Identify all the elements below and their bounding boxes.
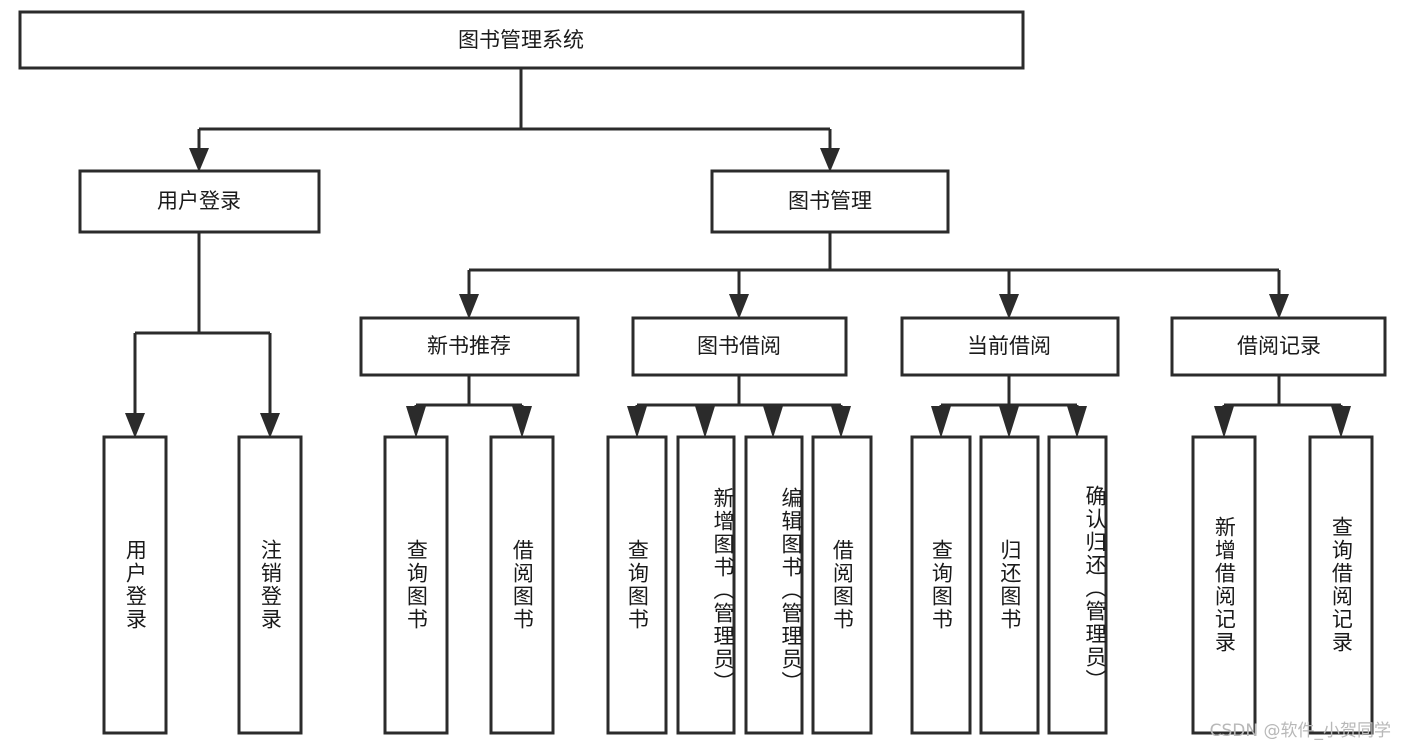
leaf-box-borrow-book-2[interactable]	[811, 435, 873, 735]
node-book-borrow-label: 图书借阅	[697, 334, 781, 358]
node-root-label: 图书管理系统	[458, 28, 584, 52]
arrow-head-icon	[999, 294, 1019, 319]
arrow-head-icon	[931, 406, 951, 438]
arrow-head-icon	[999, 406, 1019, 438]
arrow-head-icon	[459, 294, 479, 319]
leaf-box-edit-book-admin[interactable]	[744, 435, 804, 735]
arrow-head-icon	[189, 148, 209, 172]
node-book-management[interactable]	[710, 169, 950, 234]
leaf-box-user-login[interactable]	[102, 435, 168, 735]
node-root[interactable]	[18, 10, 1025, 70]
node-new-book-recommend-label: 新书推荐	[427, 334, 511, 358]
arrow-head-icon	[695, 406, 715, 438]
arrow-head-icon	[820, 148, 840, 172]
connector-userlogin-to-leaves	[125, 232, 280, 438]
connector-borrow-to-leaves	[627, 375, 851, 438]
arrow-head-icon	[1331, 406, 1351, 438]
arrow-head-icon	[763, 406, 783, 438]
leaf-box-borrow-book-1[interactable]	[489, 435, 555, 735]
connector-newbook-to-leaves	[406, 375, 532, 438]
node-user-login-label: 用户登录	[157, 189, 241, 213]
connector-record-to-leaves	[1214, 375, 1351, 438]
connector-current-to-leaves	[931, 375, 1087, 438]
connector-bookmgmt-to-level3	[459, 232, 1289, 319]
leaf-box-add-book-admin[interactable]	[676, 435, 736, 735]
node-borrow-record-label: 借阅记录	[1237, 334, 1321, 358]
leaf-box-query-book-2[interactable]	[606, 435, 668, 735]
leaf-box-query-book-3[interactable]	[910, 435, 972, 735]
connector-root-to-level2	[189, 68, 840, 172]
leaf-box-return-book[interactable]	[979, 435, 1040, 735]
arrow-head-icon	[1214, 406, 1234, 438]
leaf-box-add-borrow-record[interactable]	[1191, 435, 1257, 735]
arrow-head-icon	[406, 406, 426, 438]
arrow-head-icon	[1269, 294, 1289, 319]
leaf-box-logout[interactable]	[237, 435, 303, 735]
node-user-login[interactable]	[78, 169, 321, 234]
node-current-borrow-label: 当前借阅	[967, 334, 1051, 358]
arrow-head-icon	[1067, 406, 1087, 438]
node-current-borrow[interactable]	[900, 316, 1120, 377]
arrow-head-icon	[627, 406, 647, 438]
watermark-text: CSDN @软件_小贺同学	[1209, 721, 1391, 741]
leaf-box-query-book-1[interactable]	[383, 435, 449, 735]
node-new-book-recommend[interactable]	[359, 316, 580, 377]
arrow-head-icon	[729, 294, 749, 319]
node-book-management-label: 图书管理	[788, 189, 872, 213]
arrow-head-icon	[512, 406, 532, 438]
leaf-box-confirm-return-admin[interactable]	[1047, 435, 1108, 735]
arrow-head-icon	[831, 406, 851, 438]
node-book-borrow[interactable]	[631, 316, 848, 377]
arrow-head-icon	[125, 413, 145, 438]
leaf-box-query-borrow-record[interactable]	[1308, 435, 1374, 735]
arrow-head-icon	[260, 413, 280, 438]
node-borrow-record[interactable]	[1170, 316, 1387, 377]
